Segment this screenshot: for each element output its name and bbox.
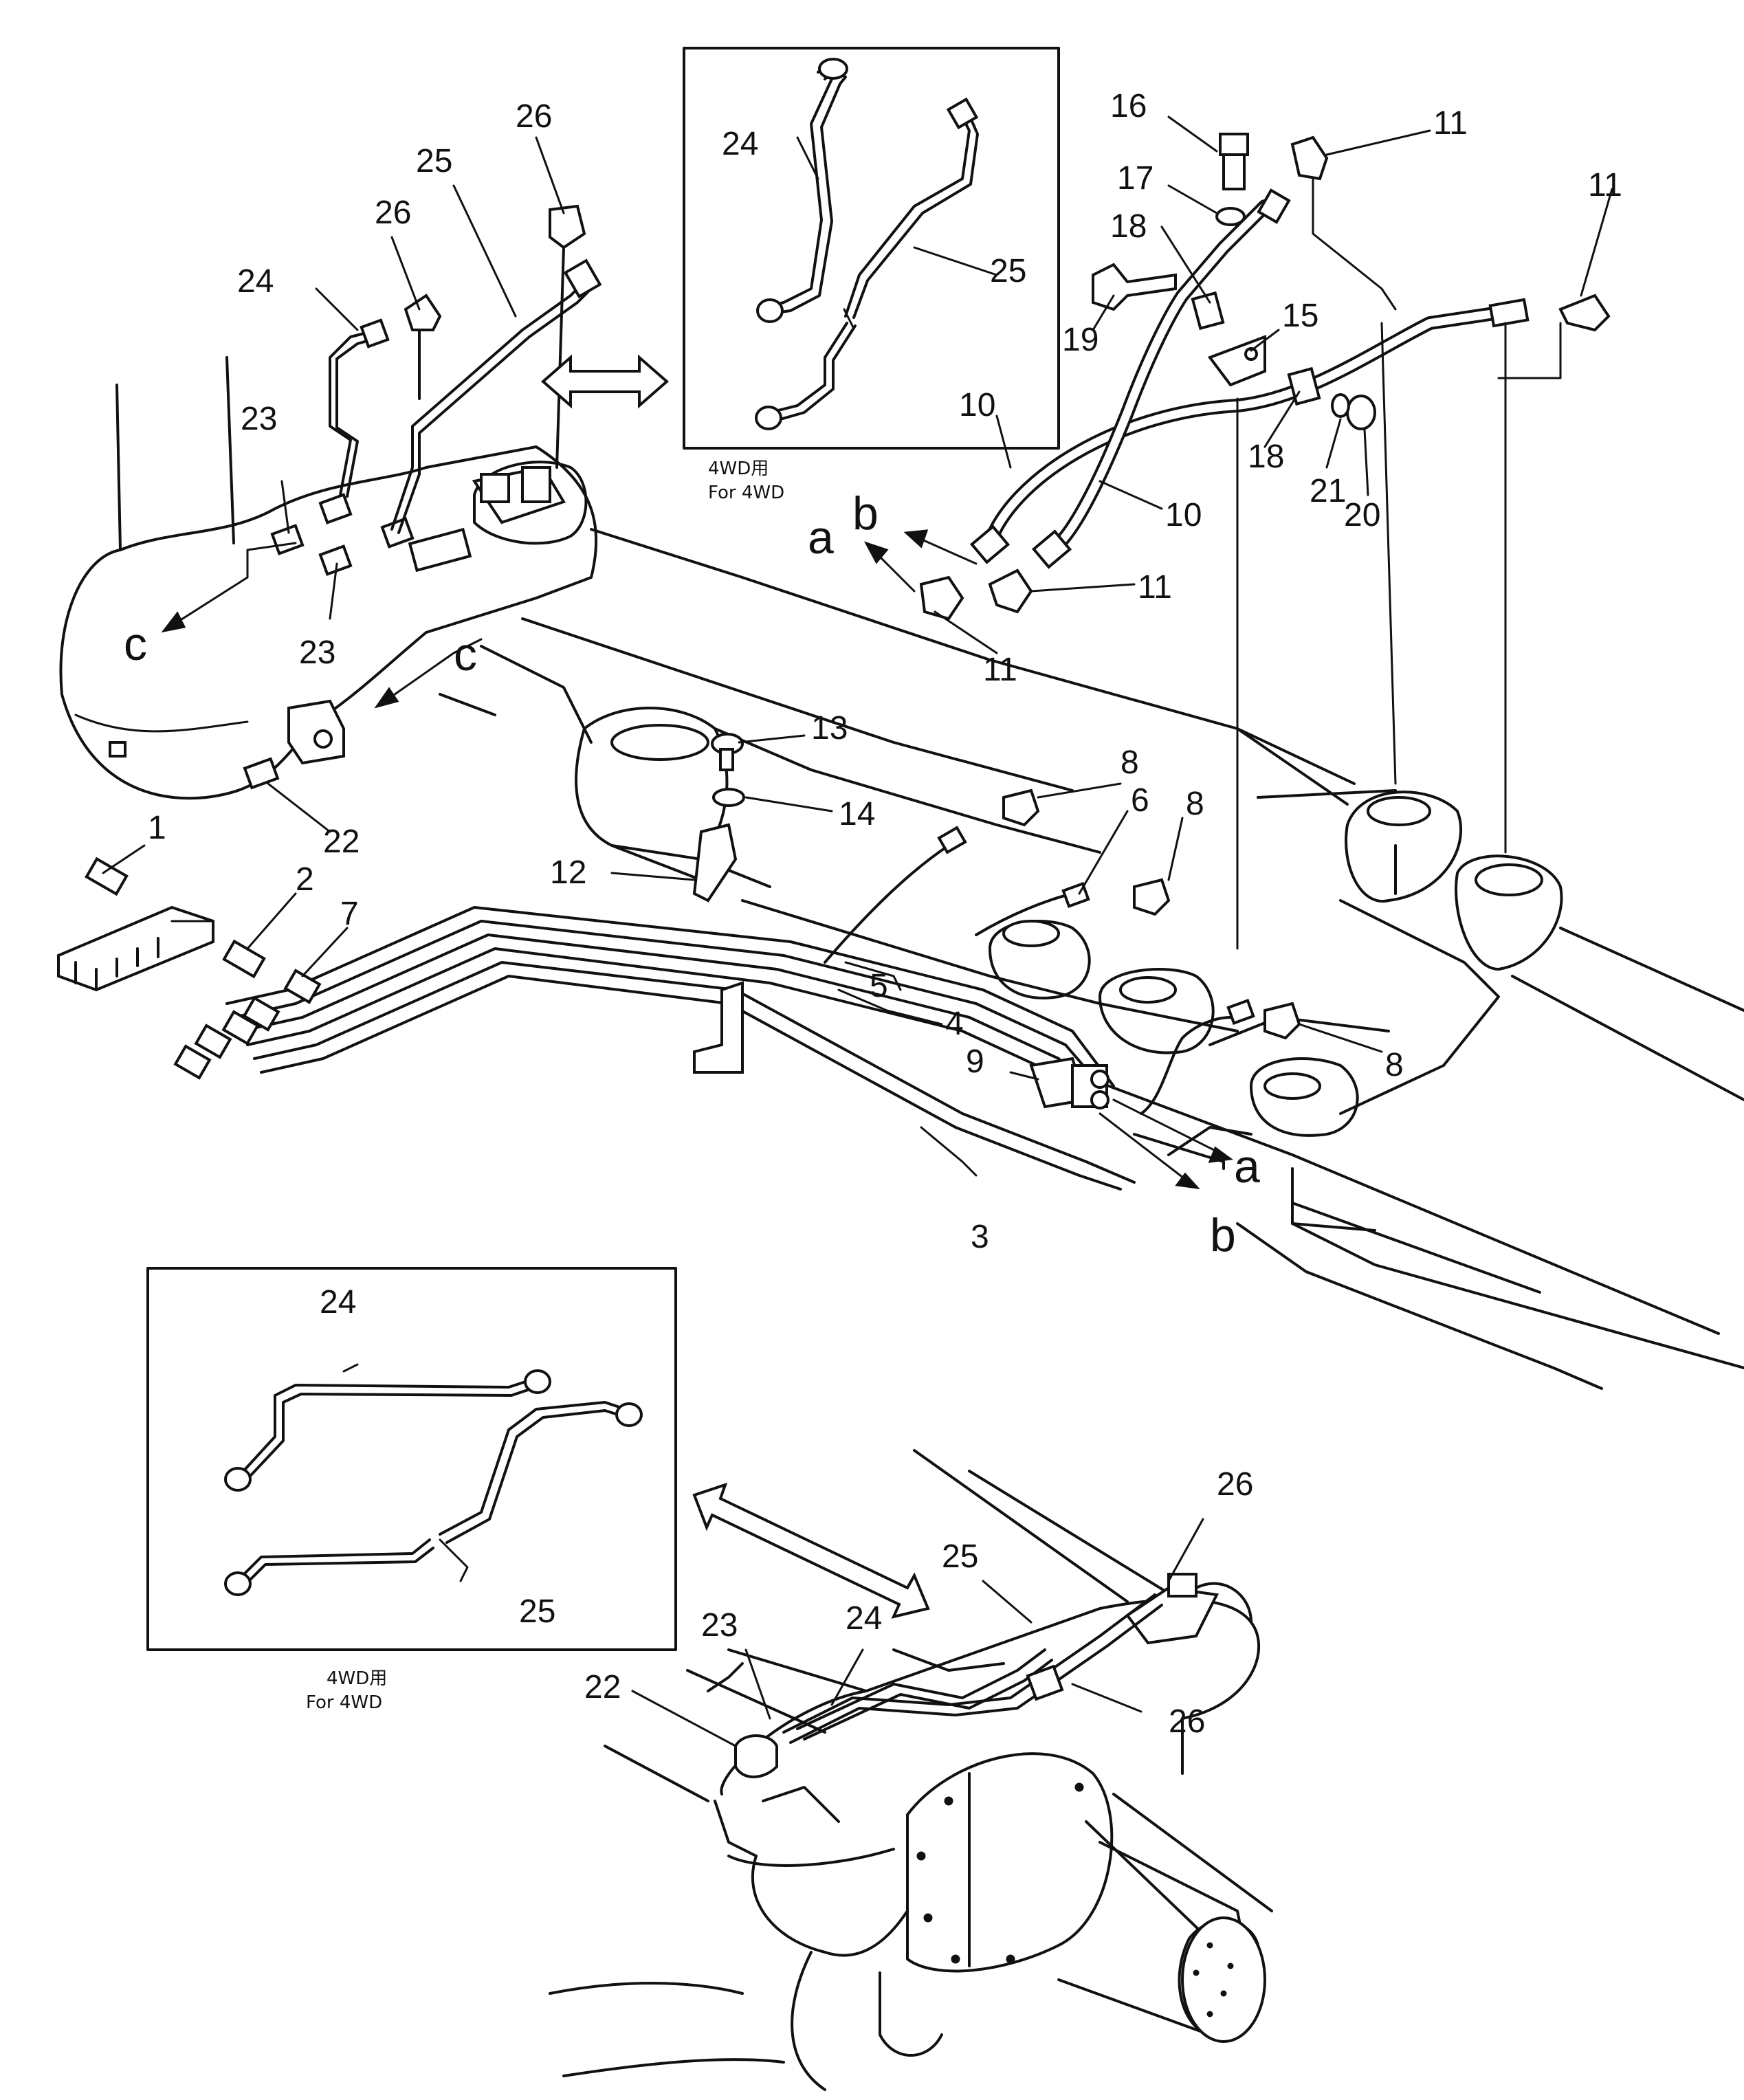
inset-upper-caption-jp: 4WD用 bbox=[708, 458, 769, 479]
view-mark-a-top: a bbox=[808, 511, 834, 564]
view-mark-c-left: c bbox=[124, 618, 147, 670]
callout-24c: 24 bbox=[320, 1284, 356, 1320]
callout-3: 3 bbox=[971, 1219, 989, 1255]
inset-lower-caption-jp: 4WD用 bbox=[327, 1668, 387, 1689]
callout-11d: 11 bbox=[983, 652, 1017, 688]
callout-2: 2 bbox=[296, 861, 314, 898]
callout-24d: 24 bbox=[846, 1600, 882, 1637]
callout-23b: 23 bbox=[299, 634, 335, 671]
callout-13: 13 bbox=[811, 710, 848, 747]
inset-upper bbox=[683, 47, 1060, 450]
inset-lower bbox=[146, 1267, 677, 1651]
callout-26c: 26 bbox=[1217, 1466, 1253, 1503]
callout-10b: 10 bbox=[1165, 497, 1202, 533]
callout-26b: 26 bbox=[375, 195, 411, 231]
callout-8b: 8 bbox=[1186, 786, 1204, 822]
callout-23a: 23 bbox=[241, 401, 277, 437]
view-mark-b-top: b bbox=[852, 487, 879, 540]
callout-25d: 25 bbox=[942, 1538, 978, 1575]
callout-19: 19 bbox=[1062, 322, 1099, 358]
inset-upper-caption-en: For 4WD bbox=[708, 483, 784, 503]
distribution-block bbox=[57, 856, 322, 1080]
callout-11c: 11 bbox=[1138, 569, 1172, 606]
callout-20: 20 bbox=[1344, 497, 1380, 533]
callout-11a: 11 bbox=[1433, 105, 1468, 142]
double-arrow-lower bbox=[692, 1482, 930, 1619]
callout-4: 4 bbox=[945, 1006, 964, 1042]
callout-18a: 18 bbox=[1110, 208, 1147, 245]
callout-7: 7 bbox=[340, 896, 359, 932]
view-mark-a-bottom: a bbox=[1234, 1140, 1260, 1193]
callout-8c: 8 bbox=[1385, 1047, 1404, 1083]
callout-12: 12 bbox=[550, 854, 586, 891]
lower-axle-view bbox=[549, 1449, 1273, 2091]
callout-labels: 1 2 7 3 4 5 6 8 8 8 9 10 10 11 11 11 11 … bbox=[148, 88, 1622, 1740]
leader-lines bbox=[102, 115, 1613, 1747]
callout-8a: 8 bbox=[1121, 744, 1139, 781]
callout-18b: 18 bbox=[1248, 439, 1284, 475]
clamps-and-fittings bbox=[243, 204, 1301, 1109]
inset-lower-caption-en: For 4WD bbox=[306, 1692, 382, 1713]
callout-9: 9 bbox=[966, 1043, 984, 1080]
callout-15: 15 bbox=[1282, 298, 1318, 334]
callout-6: 6 bbox=[1131, 782, 1149, 819]
double-arrow-upper bbox=[540, 354, 670, 409]
callout-25a: 25 bbox=[416, 143, 452, 179]
callout-23c: 23 bbox=[701, 1607, 738, 1644]
callout-26a: 26 bbox=[516, 98, 552, 135]
callout-22b: 22 bbox=[584, 1669, 621, 1705]
callout-1: 1 bbox=[148, 810, 166, 846]
callout-25c: 25 bbox=[519, 1593, 555, 1630]
view-arrows bbox=[161, 529, 1233, 1190]
callout-25b: 25 bbox=[990, 253, 1026, 289]
callout-5: 5 bbox=[870, 968, 888, 1004]
callout-21: 21 bbox=[1310, 473, 1346, 509]
view-letters: a b a b c c bbox=[124, 487, 1260, 1261]
inset-captions: 4WD用 For 4WD 4WD用 For 4WD bbox=[306, 458, 784, 1713]
callout-14: 14 bbox=[839, 796, 875, 832]
view-mark-c-center: c bbox=[454, 628, 477, 681]
callout-26d: 26 bbox=[1169, 1703, 1205, 1740]
callout-16: 16 bbox=[1110, 88, 1147, 124]
view-mark-b-bottom: b bbox=[1210, 1209, 1236, 1261]
callout-10a: 10 bbox=[959, 387, 995, 423]
callout-17: 17 bbox=[1117, 160, 1154, 197]
callout-24b: 24 bbox=[722, 126, 758, 162]
hose-assembly bbox=[919, 133, 1611, 950]
callout-24a: 24 bbox=[237, 263, 274, 300]
callout-22: 22 bbox=[323, 824, 360, 860]
callout-11b: 11 bbox=[1588, 167, 1622, 203]
